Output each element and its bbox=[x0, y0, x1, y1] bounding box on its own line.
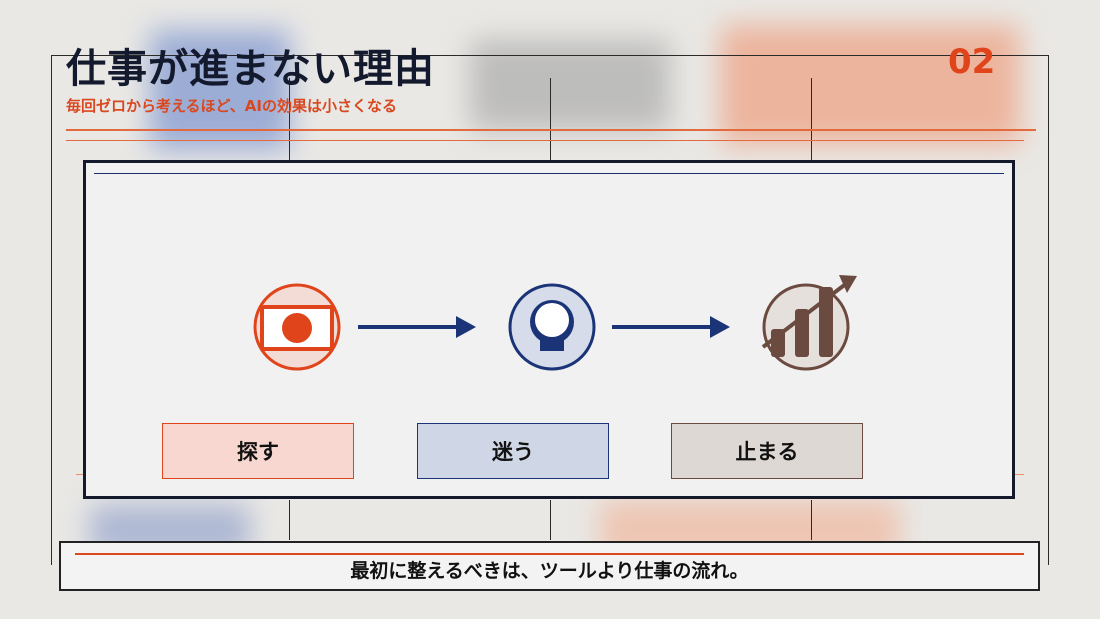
grid-line-5 bbox=[550, 500, 551, 540]
grid-line-6 bbox=[811, 500, 812, 540]
frame-left-line bbox=[51, 55, 52, 565]
grid-line-1 bbox=[289, 78, 290, 160]
grid-line-4 bbox=[289, 500, 290, 540]
flow-panel: 探す 迷う 止まる bbox=[83, 160, 1015, 499]
panel-top-rule bbox=[94, 173, 1004, 174]
footer-rule bbox=[75, 553, 1024, 555]
step-label-search: 探す bbox=[162, 423, 354, 479]
arrow-right-icon bbox=[612, 316, 730, 338]
photo-frame-icon bbox=[253, 283, 341, 371]
frame-top-line bbox=[51, 55, 1049, 56]
background-blur-gray bbox=[470, 40, 670, 130]
header-divider-bottom bbox=[66, 140, 1024, 141]
frame-right-line bbox=[1048, 55, 1049, 565]
background-blur-orange bbox=[720, 25, 1020, 145]
page-subtitle: 毎回ゼロから考えるほど、AIの効果は小さくなる bbox=[66, 97, 397, 115]
page-title: 仕事が進まない理由 bbox=[66, 46, 435, 92]
page-number: 02 bbox=[948, 42, 996, 82]
step-label-stop: 止まる bbox=[671, 423, 863, 479]
grid-line-2 bbox=[550, 78, 551, 160]
growth-chart-icon bbox=[761, 275, 857, 371]
grid-line-3 bbox=[811, 78, 812, 160]
arrow-right-icon bbox=[358, 316, 476, 338]
person-icon bbox=[508, 283, 596, 371]
header-divider-top bbox=[66, 129, 1036, 131]
step-label-hesitate: 迷う bbox=[417, 423, 609, 479]
footer-message-box: 最初に整えるべきは、ツールより仕事の流れ。 bbox=[59, 541, 1040, 591]
footer-message: 最初に整えるべきは、ツールより仕事の流れ。 bbox=[350, 560, 749, 582]
